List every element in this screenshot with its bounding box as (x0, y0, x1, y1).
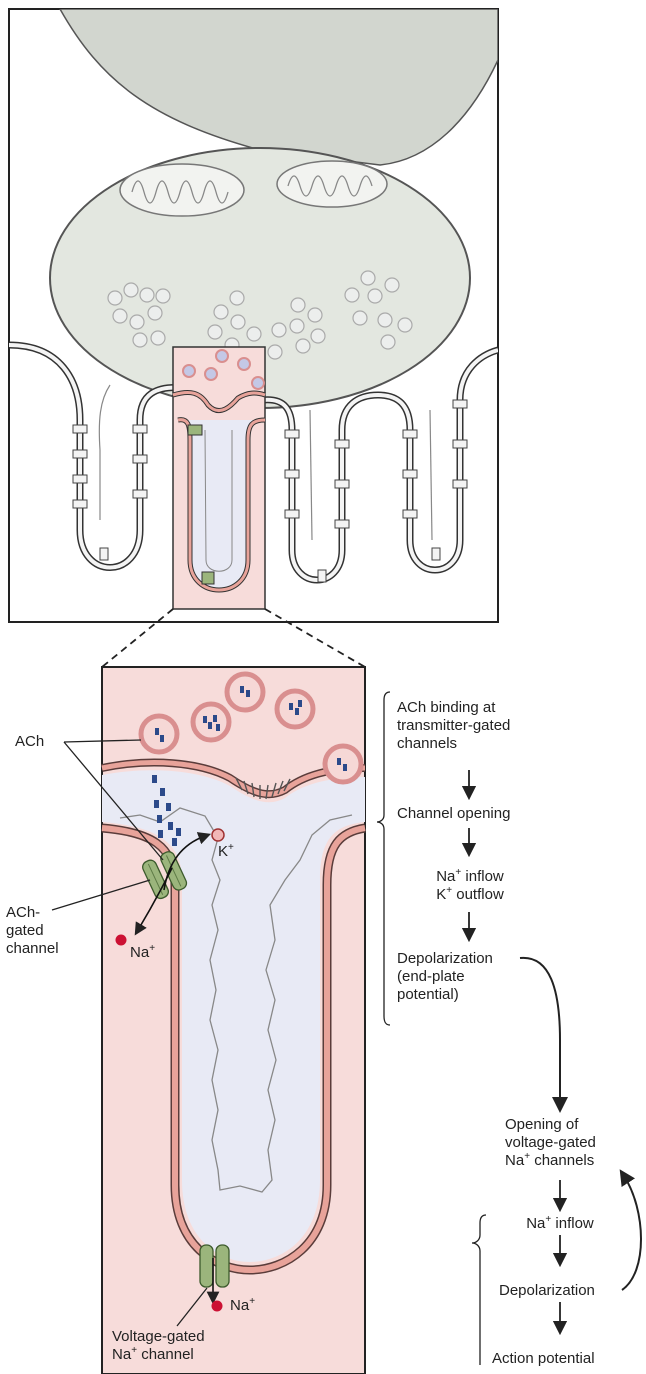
na-ion-label-left: Na+ (130, 944, 155, 962)
ach-label: ACh (15, 733, 44, 751)
ach-gated-line1: ACh- (6, 904, 59, 922)
flow-connector-arrow (520, 958, 560, 1105)
plus-sign: + (249, 1296, 255, 1307)
flow1-step4-line3: potential) (397, 986, 493, 1004)
flow1-step3: Na+ inflow K+ outflow (420, 868, 520, 904)
overview-panel (9, 9, 498, 622)
na-ion-label-bottom: Na+ (230, 1297, 255, 1315)
na-text: Na (526, 1215, 545, 1232)
outflow-text: outflow (452, 886, 504, 903)
flow1-step4-line2: (end-plate (397, 968, 493, 986)
ach-channel-mini-icon (188, 425, 202, 435)
flow1-step3-line2: K+ outflow (420, 886, 520, 904)
na-ion-text: Na (130, 944, 149, 961)
plus-sign: + (228, 842, 234, 853)
flow1-step1: ACh binding at transmitter-gated channel… (397, 699, 510, 753)
k-ion-label: K+ (218, 843, 234, 861)
flow1-step2: Channel opening (397, 805, 510, 823)
positive-feedback-arrow (622, 1176, 641, 1290)
na-ion-text: Na (230, 1297, 249, 1314)
na-ion-icon-bottom (212, 1301, 223, 1312)
k-text: K (436, 886, 446, 903)
na-text: Na (505, 1152, 524, 1169)
ach-gated-line2: gated (6, 922, 59, 940)
flow2-step3: Depolarization (499, 1282, 595, 1300)
plus-sign: + (149, 943, 155, 954)
na-text: Na (436, 868, 455, 885)
vg-na-text: Na (112, 1346, 131, 1363)
na-channel-mini-icon (202, 572, 214, 584)
flow2-step1-line3: Na+ channels (495, 1152, 625, 1170)
ach-gated-line3: channel (6, 940, 59, 958)
highlight-region (173, 347, 265, 609)
vg-channel-text: channel (137, 1346, 194, 1363)
flow1-step3-line1: Na+ inflow (420, 868, 520, 886)
flow1-step1-line2: transmitter-gated (397, 717, 510, 735)
channels-text: channels (530, 1152, 594, 1169)
flow2-step1: Opening of voltage-gated Na+ channels (495, 1116, 625, 1170)
k-ion-text: K (218, 843, 228, 860)
flow1-step1-line3: channels (397, 735, 510, 753)
vg-line1: Voltage-gated (112, 1328, 205, 1346)
flow2-step2: Na+ inflow (505, 1215, 615, 1233)
inflow-text: inflow (461, 868, 504, 885)
vg-line2: Na+ channel (112, 1346, 205, 1364)
ach-gated-channel-label: ACh- gated channel (6, 904, 59, 958)
flow1-step1-line1: ACh binding at (397, 699, 510, 717)
inflow-text: inflow (551, 1215, 594, 1232)
mitochondrion-right (277, 161, 387, 207)
zoomed-panel (102, 667, 365, 1374)
flow2-step1-line2: voltage-gated (495, 1134, 625, 1152)
flow2-step4: Action potential (492, 1350, 595, 1368)
mitochondrion-left (120, 164, 244, 216)
k-ion-icon (212, 829, 224, 841)
voltage-gated-channel-label: Voltage-gated Na+ channel (112, 1328, 205, 1364)
flow1-step4: Depolarization (end-plate potential) (397, 950, 493, 1004)
flow2-step1-line1: Opening of (495, 1116, 625, 1134)
flow1-step4-line1: Depolarization (397, 950, 493, 968)
na-ion-icon-left (116, 935, 127, 946)
